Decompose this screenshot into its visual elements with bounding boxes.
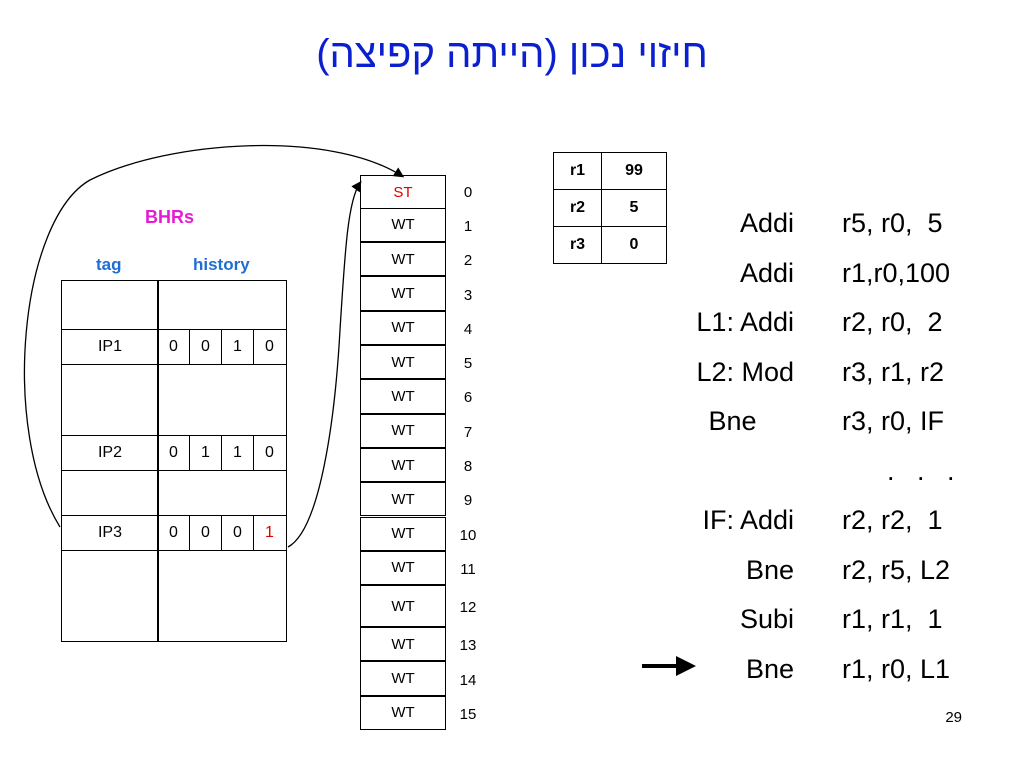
- code-label: L1: Addi: [696, 307, 794, 337]
- code-label: L2: Mod: [696, 356, 794, 387]
- state-index: 2: [463, 252, 473, 270]
- state-index: 0: [463, 183, 473, 201]
- state-cell: WT: [360, 276, 446, 311]
- history-bit: 0: [189, 330, 221, 364]
- state-cell: WT: [360, 695, 446, 730]
- state-cell: WT: [360, 516, 446, 551]
- state-cell: WT: [360, 207, 446, 243]
- history-bit: 0: [157, 436, 189, 470]
- state-cell: WT: [360, 413, 446, 448]
- code-operands: r1, r1, 1: [842, 604, 943, 634]
- register-name: r3: [553, 226, 602, 264]
- state-cell: WT: [360, 310, 446, 345]
- register-name: r1: [553, 152, 602, 190]
- history-to-state-curve: [287, 180, 362, 548]
- state-cell: WT: [360, 661, 446, 696]
- current-instruction-arrow: [642, 656, 696, 676]
- state-index: 1: [463, 217, 473, 235]
- state-cell: WT: [360, 345, 446, 380]
- history-bit: 1: [221, 330, 253, 364]
- history-column-header: history: [193, 255, 250, 274]
- bhr-tag: IP3: [97, 524, 122, 541]
- state-index: 11: [460, 560, 476, 578]
- code-label: Addi: [739, 257, 794, 288]
- code-operands: r1,r0,100: [842, 257, 951, 288]
- bhr-tag: IP2: [97, 444, 122, 461]
- register-value: 99: [601, 152, 667, 190]
- state-cell: WT: [360, 482, 446, 517]
- code-label: Bne: [745, 653, 794, 684]
- bhrs-label: BHRs: [145, 207, 195, 227]
- state-index: 7: [463, 423, 473, 441]
- state-index: 4: [463, 320, 473, 338]
- code-operands: r2, r0, 2: [842, 307, 943, 337]
- code-label: Subi: [739, 604, 794, 634]
- state-index: 10: [459, 526, 477, 544]
- history-bit: 0: [189, 516, 221, 550]
- history-bit: 0: [253, 330, 285, 364]
- state-index: 6: [463, 389, 473, 407]
- state-index: 15: [459, 705, 477, 723]
- page-number: 29: [945, 709, 962, 726]
- slide-title: חיזוי נכון (הייתה קפיצה): [316, 32, 708, 76]
- history-bit: 0: [221, 516, 253, 550]
- history-bit: 0: [253, 436, 285, 470]
- code-operands: r3, r0, IF: [842, 406, 945, 436]
- state-cell: WT: [360, 585, 446, 628]
- state-index: 9: [463, 492, 473, 510]
- state-index: 8: [463, 458, 473, 476]
- code-label: Bne: [708, 406, 794, 436]
- history-bit: 0: [157, 330, 189, 364]
- code-operands: r2, r2, 1: [842, 505, 943, 535]
- state-index: 13: [459, 637, 477, 655]
- code-label: Bne: [745, 554, 794, 585]
- code-operands: r5, r0, 5: [842, 208, 943, 238]
- history-bit: 1: [253, 516, 285, 550]
- history-bit: 1: [221, 436, 253, 470]
- state-cell: WT: [360, 627, 446, 662]
- bhr-tag: IP1: [97, 338, 122, 355]
- code-operands: r2, r5, L2: [842, 554, 951, 585]
- code-operands: r1, r0, L1: [842, 653, 951, 684]
- state-index: 5: [463, 355, 473, 373]
- history-bit: 1: [189, 436, 221, 470]
- state-index: 3: [463, 286, 473, 304]
- state-cell: WT: [360, 242, 446, 277]
- code-operands: . . .: [842, 455, 955, 486]
- state-index: 12: [459, 599, 477, 617]
- register-name: r2: [553, 189, 602, 227]
- state-cell: WT: [360, 550, 446, 586]
- history-bit: 0: [157, 516, 189, 550]
- code-operands: r3, r1, r2: [842, 356, 945, 387]
- register-value: 5: [601, 189, 667, 227]
- code-label: IF: Addi: [702, 505, 794, 535]
- ip3-to-state-curve: [23, 144, 405, 528]
- register-value: 0: [601, 226, 667, 264]
- state-cell: WT: [360, 379, 446, 414]
- tag-column-header: tag: [96, 255, 122, 274]
- code-label: Addi: [739, 208, 794, 238]
- state-index: 14: [459, 671, 477, 689]
- state-cell: WT: [360, 447, 446, 483]
